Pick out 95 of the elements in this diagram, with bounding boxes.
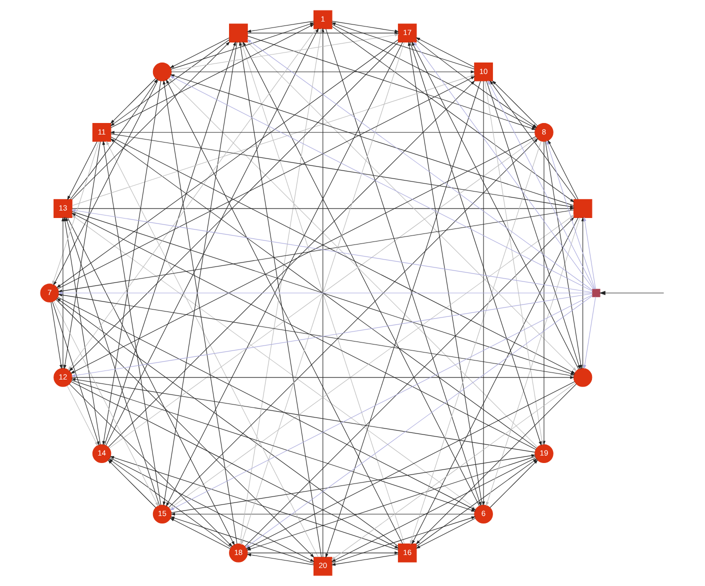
arrow (331, 554, 398, 566)
arrow (102, 80, 162, 446)
node-box (592, 288, 600, 298)
arrow (326, 28, 482, 506)
arrow (110, 458, 314, 562)
arrow (583, 296, 596, 370)
arrow (104, 41, 236, 446)
arrow (170, 38, 230, 68)
arrow (410, 42, 542, 446)
node-box (573, 199, 592, 218)
arrow (332, 516, 476, 564)
arrow (108, 458, 232, 548)
arrow (66, 216, 160, 506)
arrow (246, 553, 314, 566)
arrow (548, 140, 578, 200)
arrow (63, 216, 101, 445)
arrow (110, 78, 156, 124)
arrow (52, 302, 100, 446)
arrow (321, 28, 324, 558)
arrow (331, 22, 475, 70)
arrow (110, 130, 536, 134)
arrow (162, 42, 238, 506)
arrow (170, 518, 231, 550)
arrow (53, 80, 158, 286)
arrow (246, 20, 314, 33)
arrow (410, 140, 542, 545)
arrow (110, 134, 574, 208)
arrow (110, 456, 398, 550)
arrow (331, 458, 536, 562)
arrow (247, 551, 399, 554)
arrow (170, 516, 314, 564)
arrow (331, 382, 576, 560)
arrow (108, 460, 156, 508)
arrow (72, 376, 574, 379)
arrow (168, 138, 538, 508)
arrow (53, 300, 158, 507)
arrow (106, 28, 319, 446)
arrow (416, 37, 474, 68)
arrow (546, 140, 596, 290)
arrow (412, 42, 579, 370)
arrow (102, 140, 162, 506)
arrow (61, 217, 64, 368)
arrow (246, 39, 593, 291)
arrow (488, 80, 595, 290)
arrow (170, 76, 592, 292)
arrow (492, 80, 538, 126)
arrow (71, 378, 536, 452)
arrow (171, 454, 536, 513)
arrow (413, 42, 594, 290)
arrow (162, 80, 238, 544)
arrow (583, 216, 596, 290)
arrow (490, 80, 576, 200)
arrow (484, 80, 544, 446)
arrow (416, 458, 538, 547)
arrow (246, 456, 536, 550)
arrow (56, 39, 398, 288)
arrow (63, 141, 101, 370)
node-box (229, 24, 248, 42)
arrow (416, 384, 577, 544)
arrow (70, 381, 399, 549)
arrow (332, 26, 574, 202)
arrow (416, 518, 476, 549)
arrow (170, 22, 314, 70)
arrow (50, 302, 62, 370)
arrow (482, 80, 486, 506)
arrow (110, 24, 314, 128)
arrow (69, 384, 233, 548)
arrow (67, 217, 235, 546)
arrow (56, 299, 314, 558)
arrow (56, 298, 398, 547)
arrow (332, 20, 399, 33)
arrow (242, 42, 480, 506)
arrow (246, 381, 575, 550)
arrow (72, 207, 574, 210)
arrow (245, 295, 593, 548)
arrow (52, 141, 100, 286)
arrow (486, 80, 580, 370)
arrow (58, 292, 593, 294)
arrow (170, 34, 400, 71)
arrow (110, 39, 230, 126)
arrow (69, 42, 398, 372)
arrow (247, 42, 577, 372)
arrow (70, 78, 158, 200)
arrow (66, 385, 98, 446)
arrow (599, 290, 664, 296)
arrow (68, 28, 316, 371)
arrow (67, 141, 98, 200)
arrow (106, 140, 318, 558)
arrow (490, 460, 538, 508)
arrow (545, 141, 582, 370)
arrow (581, 217, 584, 368)
arrow (408, 42, 482, 506)
arrow (170, 512, 475, 516)
arrow (72, 42, 230, 200)
arrow (171, 70, 476, 74)
